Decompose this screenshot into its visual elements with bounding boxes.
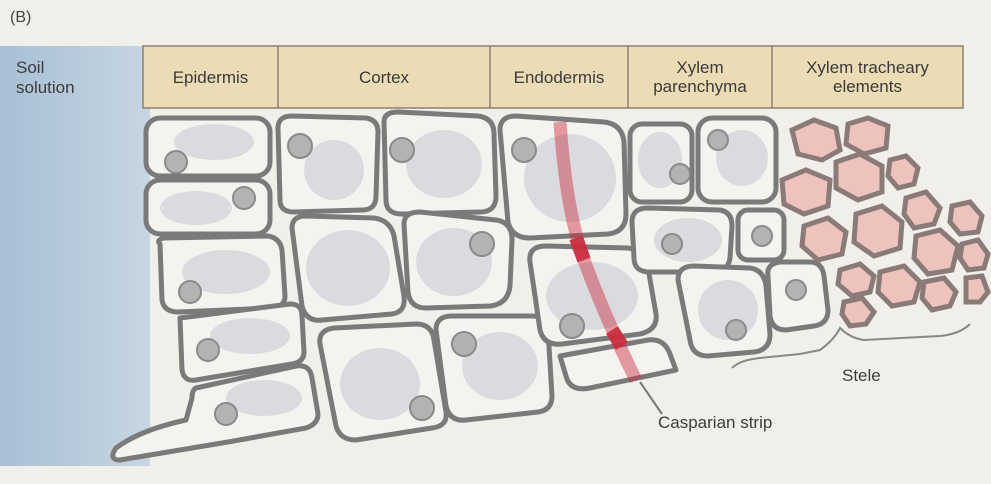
nucleus xyxy=(165,151,187,173)
soil-solution-region xyxy=(0,46,150,466)
header-epidermis: Epidermis xyxy=(143,46,278,108)
header-cortex: Cortex xyxy=(278,46,490,108)
nucleus xyxy=(179,281,201,303)
nucleus xyxy=(288,134,312,158)
nucleus xyxy=(197,339,219,361)
casparian-strip-label: Casparian strip xyxy=(658,413,772,433)
nucleus xyxy=(233,187,255,209)
soil-label-line-2: solution xyxy=(16,78,75,98)
soil-solution-label: Soil solution xyxy=(16,58,75,98)
header-xylem-parenchyma: Xylem parenchyma xyxy=(628,46,772,108)
nucleus xyxy=(390,138,414,162)
nucleus xyxy=(752,226,772,246)
nucleus xyxy=(662,234,682,254)
nucleus xyxy=(726,320,746,340)
stele-label: Stele xyxy=(842,366,881,386)
nucleus xyxy=(560,314,584,338)
nucleus xyxy=(410,396,434,420)
header-xylem-tracheary-elements: Xylem tracheary elements xyxy=(772,46,963,108)
soil-label-line-1: Soil xyxy=(16,58,75,78)
nucleus xyxy=(670,164,690,184)
nucleus xyxy=(786,280,806,300)
nucleus xyxy=(708,130,728,150)
nucleus xyxy=(215,403,237,425)
nucleus xyxy=(452,332,476,356)
header-endodermis: Endodermis xyxy=(490,46,628,108)
nucleus xyxy=(470,232,494,256)
panel-label: (B) xyxy=(10,8,31,28)
nucleus xyxy=(512,138,536,162)
